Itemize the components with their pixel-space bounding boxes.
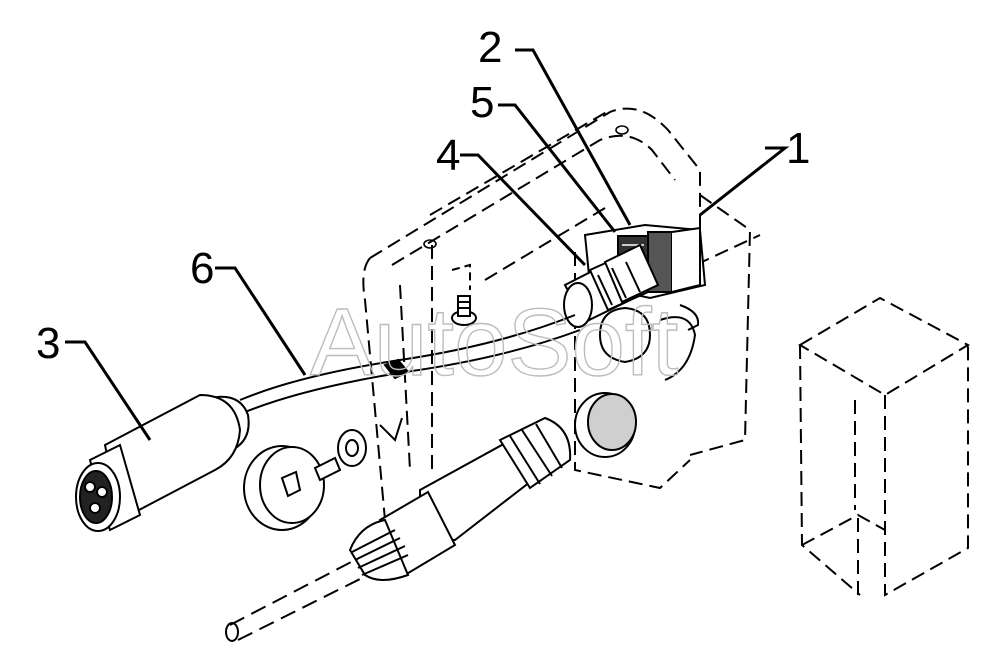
watermark: AutoSoft [310,289,678,396]
callout-2: 2 [478,23,502,72]
round-plug-connector [75,393,250,532]
leader-lines [65,48,790,441]
callout-3: 3 [36,319,60,368]
callout-4: 4 [436,131,460,180]
callout-5: 5 [470,78,494,127]
bracket-openings [598,304,700,381]
callout-1: 1 [786,124,810,173]
knob-assembly [243,417,403,531]
hose-line [225,559,363,642]
callout-6: 6 [190,244,214,293]
threaded-connector [348,416,572,581]
bracket-screw [451,263,477,326]
bracket-holes [423,125,629,249]
cable [239,314,581,413]
bracket-plug [574,392,637,458]
cover-box [798,296,971,597]
cable-gland [563,243,660,328]
